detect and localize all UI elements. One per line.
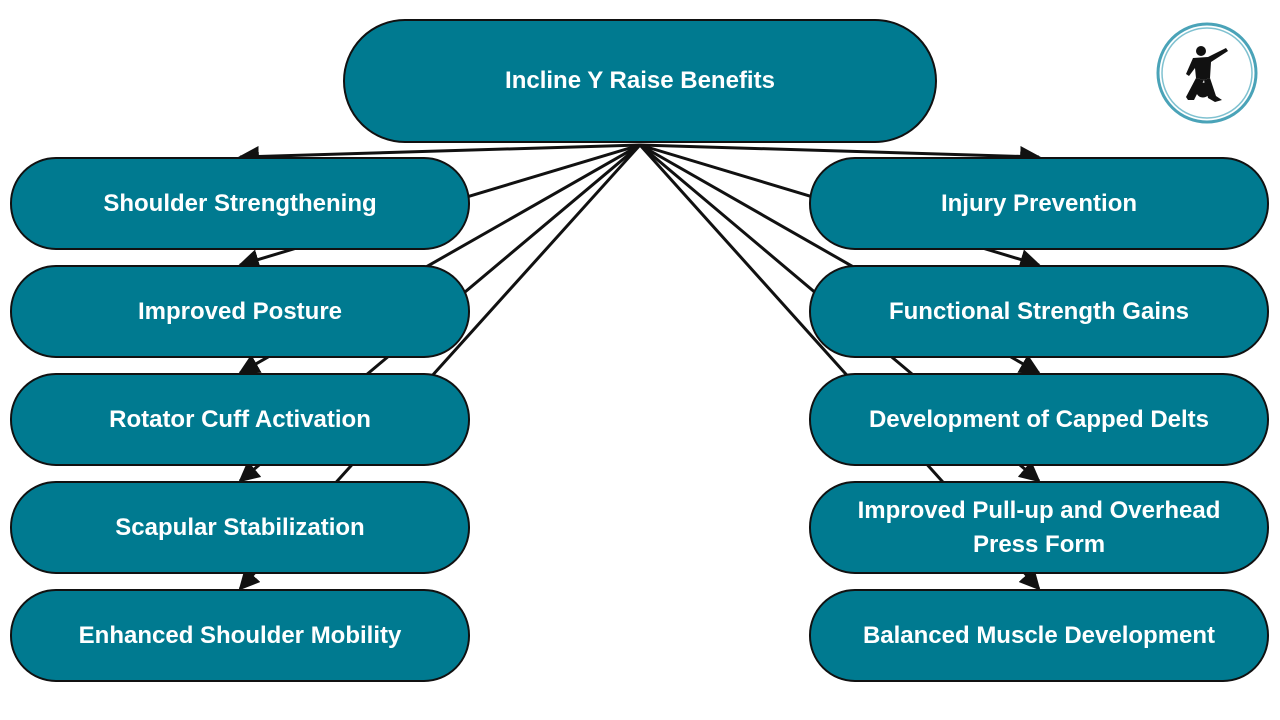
connector-left-0 <box>237 143 641 167</box>
benefit-label: Shoulder Strengthening <box>103 189 377 217</box>
benefit-node-functional-strength-gains: Functional Strength Gains <box>809 265 1269 358</box>
benefit-node-scapular-stabilization: Scapular Stabilization <box>10 481 470 574</box>
benefit-label: Functional Strength Gains <box>888 297 1189 325</box>
benefit-node-improved-pull-up-form: Improved Pull-up and Overhead Press Form <box>809 481 1269 574</box>
benefit-label: Scapular Stabilization <box>115 513 365 541</box>
benefit-node-development-of-capped-delts: Development of Capped Delts <box>809 373 1269 466</box>
connector-right-0 <box>639 143 1042 167</box>
benefit-label: Development of Capped Delts <box>868 405 1210 433</box>
benefit-node-enhanced-shoulder-mobility: Enhanced Shoulder Mobility <box>10 589 470 682</box>
kettlebell-athlete-logo-icon <box>1156 22 1258 124</box>
benefit-node-improved-posture: Improved Posture <box>10 265 470 358</box>
benefit-node-rotator-cuff-activation: Rotator Cuff Activation <box>10 373 470 466</box>
benefit-node-balanced-muscle-development: Balanced Muscle Development <box>809 589 1269 682</box>
benefit-label: Rotator Cuff Activation <box>109 405 371 433</box>
root-node: Incline Y Raise Benefits <box>343 19 937 143</box>
benefit-node-injury-prevention: Injury Prevention <box>809 157 1269 250</box>
benefit-label: Enhanced Shoulder Mobility <box>78 621 402 649</box>
benefit-node-shoulder-strengthening: Shoulder Strengthening <box>10 157 470 250</box>
benefit-label: Balanced Muscle Development <box>862 621 1216 649</box>
benefit-label: Improved Pull-up and Overhead Press Form <box>857 496 1221 558</box>
benefit-label: Improved Posture <box>137 297 343 325</box>
root-label: Incline Y Raise Benefits <box>505 67 775 95</box>
benefit-label: Injury Prevention <box>940 189 1138 217</box>
